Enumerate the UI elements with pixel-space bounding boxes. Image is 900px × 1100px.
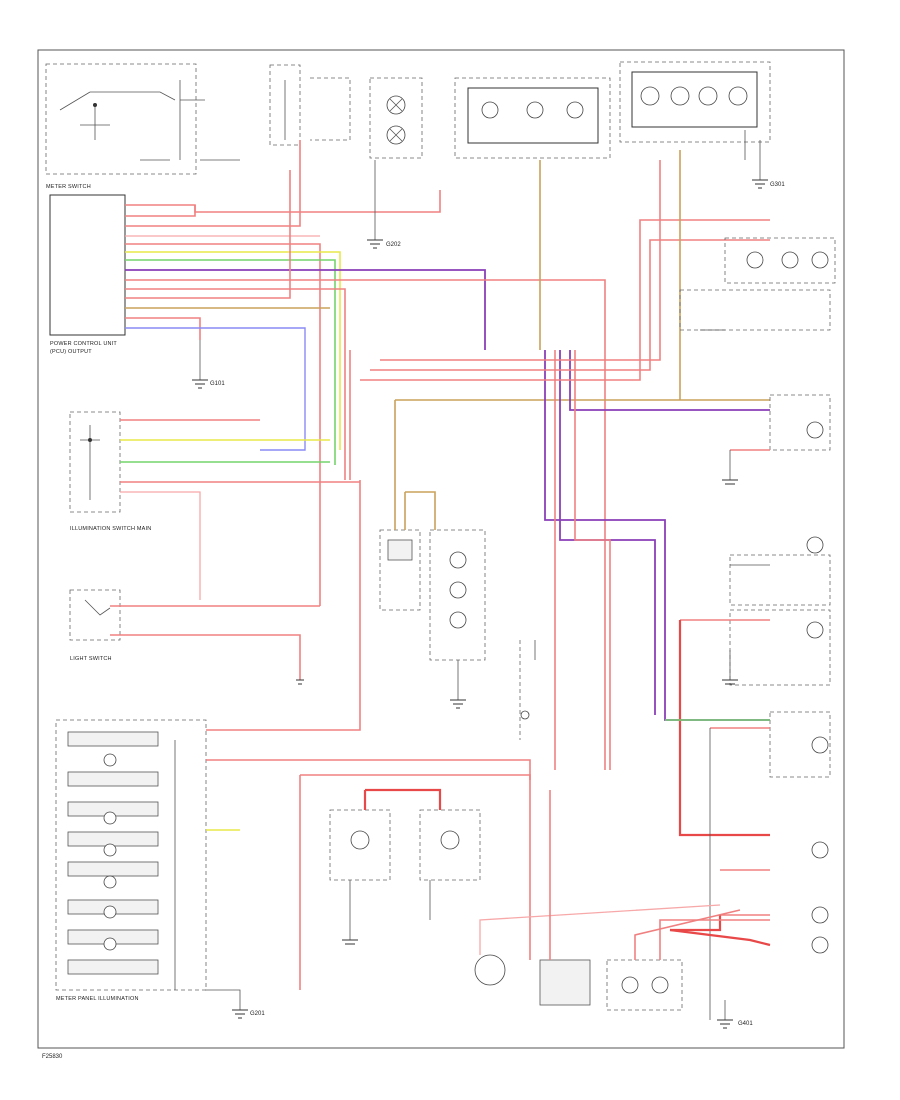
- ground-label-5: G401: [738, 1021, 753, 1027]
- meter-panel-illumination: G201 METER PANEL ILLUMINATION: [55, 480, 531, 1019]
- ground-label-1: G101: [210, 381, 225, 387]
- ground-label-3: G202: [386, 242, 401, 248]
- pcu-label: POWER CONTROL UNIT: [50, 341, 117, 347]
- illumination-switch-label: ILLUMINATION SWITCH MAIN: [70, 526, 151, 532]
- page-code: F25830: [42, 1054, 63, 1060]
- front-side-marker: [722, 394, 831, 485]
- power-control-unit: POWER CONTROL UNIT (PCU) OUTPUT: [49, 194, 126, 355]
- light-switch-label: LIGHT SWITCH: [70, 656, 112, 662]
- diagram-frame: [37, 49, 845, 1049]
- room-lamp: [519, 640, 536, 740]
- light-switch: LIGHT SWITCH: [69, 589, 320, 685]
- meter-switch-area: METER SWITCH: [45, 63, 351, 190]
- trunk-room-lamp: [665, 711, 831, 1020]
- rear-side-marker: [678, 609, 831, 837]
- ashtray-illumination: [679, 237, 836, 331]
- pcu-wires: [125, 140, 606, 770]
- meter-switch-label: METER SWITCH: [46, 184, 91, 190]
- heater-control-panel: [454, 77, 611, 159]
- front-clearance-lamp: [729, 536, 831, 606]
- radio: [619, 61, 771, 143]
- center-bus: [349, 130, 770, 770]
- ground-g101: G101: [192, 340, 225, 389]
- ground-label-2: G201: [250, 1011, 265, 1017]
- ground-g301: G301: [752, 140, 785, 189]
- combination-switch: [379, 399, 770, 709]
- ground-g201: G202: [367, 160, 401, 249]
- glove-box-lamp: [474, 790, 770, 1011]
- ground-g401: G401: [717, 1000, 753, 1029]
- pcu-label-2: (PCU) OUTPUT: [50, 349, 92, 355]
- cigar-lighter: [369, 77, 423, 159]
- meter-panel-label: METER PANEL ILLUMINATION: [56, 996, 139, 1002]
- illumination-switch-main: ILLUMINATION SWITCH MAIN: [69, 411, 360, 600]
- license-plate-lamp: [299, 774, 531, 990]
- ground-label-4: G301: [770, 182, 785, 188]
- rear-combination-lamp: [669, 841, 829, 954]
